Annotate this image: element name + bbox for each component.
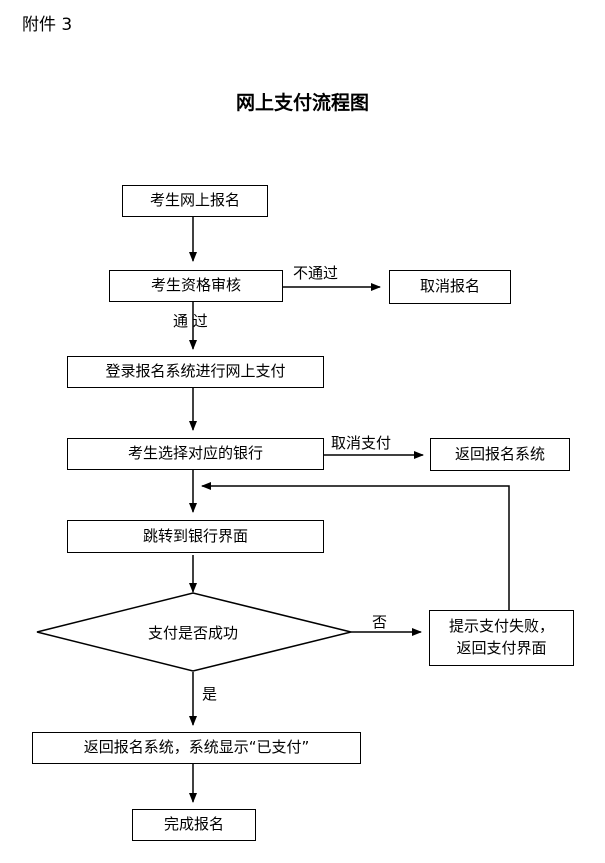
- node-online-registration: 考生网上报名: [122, 185, 268, 217]
- node-jump-bank: 跳转到银行界面: [67, 520, 324, 553]
- edge-label-no: 否: [372, 613, 388, 631]
- edge-label-not-passed: 不通过: [293, 264, 339, 282]
- decision-diamond: [36, 592, 352, 672]
- node-return-system: 返回报名系统: [430, 438, 570, 471]
- node-payment-success-question: 支付是否成功: [147, 623, 238, 642]
- payment-failed-line1: 提示支付失败，: [448, 617, 554, 636]
- node-login-pay: 登录报名系统进行网上支付: [67, 356, 324, 388]
- diagram-title: 网上支付流程图: [235, 92, 369, 114]
- edge-label-cancel-payment: 取消支付: [331, 434, 392, 452]
- attachment-label: 附件 3: [22, 15, 73, 35]
- node-cancel-registration: 取消报名: [389, 270, 511, 304]
- edge-failed-loop-back: [201, 482, 510, 610]
- edge-label-yes: 是: [202, 685, 218, 703]
- edge-label-passed: 通 过: [173, 312, 208, 330]
- payment-failed-line2: 返回支付界面: [456, 639, 547, 657]
- node-paid-display: 返回报名系统，系统显示“已支付”: [32, 732, 361, 764]
- node-choose-bank: 考生选择对应的银行: [67, 438, 324, 470]
- node-payment-failed: 提示支付失败， 返回支付界面: [429, 610, 574, 666]
- node-qualification-review: 考生资格审核: [109, 270, 283, 302]
- node-complete: 完成报名: [132, 809, 256, 841]
